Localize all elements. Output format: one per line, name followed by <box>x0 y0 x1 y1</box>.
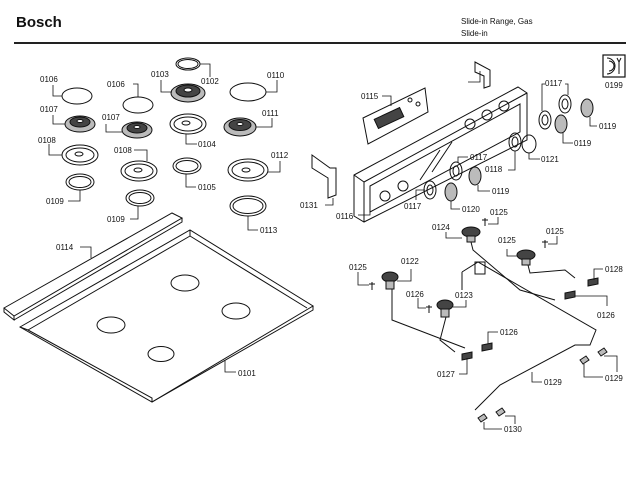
part-0109-seal-ring-left[interactable] <box>65 173 95 191</box>
label-0128[interactable]: 0129 <box>544 378 562 387</box>
label-0119-4[interactable]: 0120 <box>462 205 480 214</box>
part-0119-knob-2[interactable] <box>554 114 568 134</box>
part-0119-knob-3[interactable] <box>468 166 482 186</box>
header-divider <box>14 42 626 44</box>
label-0117-top[interactable]: 0117 <box>545 79 563 88</box>
label-0106-left[interactable]: 0106 <box>40 75 58 84</box>
part-0125-clip-right[interactable] <box>542 240 548 248</box>
label-0108-mid[interactable]: 0108 <box>114 146 132 155</box>
part-0112-burner-ring-large[interactable] <box>227 158 269 182</box>
label-0102[interactable]: 0102 <box>201 77 219 86</box>
label-0112[interactable]: 0112 <box>271 151 289 160</box>
label-0119-2[interactable]: 0119 <box>574 139 592 148</box>
label-0108-left[interactable]: 0108 <box>38 136 56 145</box>
part-0117-bezel-low[interactable] <box>423 180 437 200</box>
part-0105-seal-ring[interactable] <box>172 157 202 175</box>
label-0126-right[interactable]: 0126 <box>597 311 615 320</box>
part-0111-burner-base[interactable] <box>223 117 257 137</box>
label-0129-right[interactable]: 0129 <box>605 374 623 383</box>
part-0108-burner-ring-left[interactable] <box>61 144 99 166</box>
part-0131-bracket[interactable] <box>474 61 491 89</box>
part-0117-bezel-top2[interactable] <box>558 94 572 114</box>
label-0113[interactable]: 0113 <box>260 226 278 235</box>
label-0106-mid[interactable]: 0106 <box>107 80 125 89</box>
part-0107-burner-base-left[interactable] <box>64 115 96 133</box>
part-0113-seal-ring-large[interactable] <box>229 195 267 217</box>
part-0124-gas-valve[interactable] <box>516 249 576 279</box>
label-0125-mid[interactable]: 0126 <box>406 290 424 299</box>
part-0106-burner-cap-left[interactable] <box>61 87 93 105</box>
part-0103-burner-base[interactable] <box>170 83 206 103</box>
label-0109-left[interactable]: 0109 <box>46 197 64 206</box>
part-0114-trim-strip[interactable] <box>3 212 184 322</box>
label-0111[interactable]: 0111 <box>262 109 279 118</box>
label-0103[interactable]: 0103 <box>151 70 169 79</box>
part-0119-knob-4[interactable] <box>444 182 458 202</box>
part-0118-bezel[interactable] <box>508 132 522 152</box>
label-0121[interactable]: 0122 <box>401 257 419 266</box>
label-0119-1[interactable]: 0119 <box>599 122 617 131</box>
part-0115-control-module[interactable] <box>362 87 429 145</box>
label-0110[interactable]: 0110 <box>267 71 285 80</box>
service-manual-wrench-icon[interactable] <box>602 54 626 78</box>
label-0101[interactable]: 0101 <box>238 369 256 378</box>
part-0126-connector-right[interactable] <box>564 290 576 300</box>
label-0105[interactable]: 0105 <box>198 183 216 192</box>
part-0127-connector[interactable] <box>587 277 599 287</box>
part-0117-bezel-top[interactable] <box>538 110 552 130</box>
part-0125-clip-top[interactable] <box>482 218 488 226</box>
part-0107-burner-base-mid[interactable] <box>121 121 153 139</box>
label-0126-low[interactable]: 0127 <box>437 370 455 379</box>
label-0125-left[interactable]: 0125 <box>349 263 367 272</box>
part-0106-burner-cap-mid[interactable] <box>122 96 154 114</box>
part-0109-seal-ring-mid[interactable] <box>125 189 155 207</box>
part-0129-clip-right[interactable] <box>579 347 608 365</box>
label-0117-low[interactable]: 0117 <box>404 202 422 211</box>
part-0101-cooktop[interactable] <box>18 229 314 403</box>
part-0102-burner-cap[interactable] <box>175 57 201 71</box>
part-0125-clip-mid[interactable] <box>426 305 432 313</box>
label-0118[interactable]: 0118 <box>485 165 503 174</box>
label-0125-right[interactable]: 0125 <box>546 227 564 236</box>
part-0130-bracket[interactable] <box>311 154 337 199</box>
label-0130[interactable]: 0131 <box>300 201 318 210</box>
label-0116[interactable]: 0116 <box>336 212 354 221</box>
product-type: Slide-in Range, Gas <box>461 17 533 26</box>
label-0117-mid[interactable]: 0117 <box>470 153 488 162</box>
label-0109-mid[interactable]: 0109 <box>107 215 125 224</box>
part-0108-burner-ring-mid[interactable] <box>120 160 158 182</box>
part-0128-manifold-tube[interactable] <box>461 261 597 411</box>
label-0115[interactable]: 0115 <box>361 92 379 101</box>
part-0126-connector-mid[interactable] <box>481 342 493 352</box>
label-0107-mid[interactable]: 0107 <box>102 113 120 122</box>
part-0116-control-panel[interactable] <box>353 86 528 223</box>
label-0120[interactable]: 0121 <box>541 155 559 164</box>
part-0119-knob-1[interactable] <box>580 98 594 118</box>
label-0122[interactable]: 0123 <box>455 291 473 300</box>
label-0119-3[interactable]: 0119 <box>492 187 510 196</box>
part-0129-clip-bottom[interactable] <box>477 407 506 423</box>
part-0110-burner-cap-large[interactable] <box>229 82 267 102</box>
part-0117-bezel-mid[interactable] <box>449 161 463 181</box>
label-0114[interactable]: 0114 <box>56 243 74 252</box>
label-0123[interactable]: 0124 <box>432 223 450 232</box>
label-0129-bottom[interactable]: 0130 <box>504 425 522 434</box>
part-0121-gas-valve[interactable] <box>381 271 466 349</box>
part-0120-knob[interactable] <box>521 134 537 154</box>
label-0127[interactable]: 0128 <box>605 265 623 274</box>
label-0126-mid[interactable]: 0126 <box>500 328 518 337</box>
product-subtype: Slide-in <box>461 29 488 38</box>
label-0107-left[interactable]: 0107 <box>40 105 58 114</box>
part-0126-connector-low[interactable] <box>461 351 473 361</box>
part-0125-clip-left[interactable] <box>369 282 375 290</box>
part-0123-gas-valve[interactable] <box>461 226 556 301</box>
part-0104-burner-ring[interactable] <box>169 113 207 135</box>
label-0124[interactable]: 0125 <box>498 236 516 245</box>
brand-title: Bosch <box>16 14 62 31</box>
label-0104[interactable]: 0104 <box>198 140 216 149</box>
service-icon-label: 0199 <box>605 81 623 90</box>
label-0125-top[interactable]: 0125 <box>490 208 508 217</box>
part-0122-gas-valve[interactable] <box>436 299 456 353</box>
